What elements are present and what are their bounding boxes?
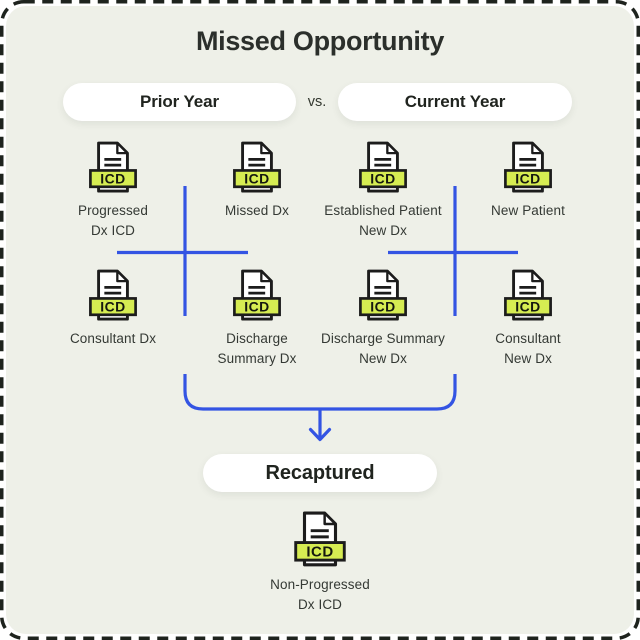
recaptured-label: Recaptured [265, 461, 375, 484]
page-title: Missed Opportunity [195, 26, 445, 56]
icd-file-icon: ICD [233, 141, 281, 193]
recaptured-pill: Recaptured [203, 454, 437, 492]
icd-node-discharge-summary-new-dx: ICD Discharge Summary New Dx [303, 268, 463, 368]
node-label: Non-Progressed Dx ICD [270, 577, 370, 612]
current-year-label: Current Year [404, 92, 506, 111]
node-label: Consultant New Dx [495, 331, 561, 366]
node-label: Consultant Dx [69, 331, 157, 346]
icd-badge-label: ICD [515, 298, 540, 314]
node-label: Discharge Summary Dx [217, 331, 297, 366]
node-label: Established Patient New Dx [324, 203, 442, 238]
icd-file-icon: ICD [89, 141, 137, 193]
icd-file-icon: ICD [359, 141, 407, 193]
node-label: Missed Dx [225, 203, 289, 218]
icd-badge-label: ICD [244, 170, 269, 186]
icd-file-icon: ICD [504, 269, 552, 321]
icd-badge-label: ICD [244, 298, 269, 314]
vs-separator: vs. [307, 94, 327, 110]
icd-file-icon: ICD [89, 269, 137, 321]
icd-node-new-patient: ICD New Patient [448, 140, 608, 221]
icd-file-icon: ICD [294, 511, 346, 567]
icd-file-icon: ICD [504, 141, 552, 193]
icd-badge-label: ICD [370, 298, 395, 314]
icd-badge-label: ICD [306, 544, 333, 561]
node-label: Discharge Summary New Dx [321, 331, 445, 366]
node-label: Progressed Dx ICD [77, 203, 149, 238]
icd-badge-label: ICD [100, 170, 125, 186]
icd-node-non-progressed: ICD Non-Progressed Dx ICD [240, 510, 400, 614]
icd-badge-label: ICD [515, 170, 540, 186]
icd-badge-label: ICD [100, 298, 125, 314]
current-year-pill: Current Year [338, 83, 572, 121]
icd-node-established-patient: ICD Established Patient New Dx [303, 140, 463, 240]
icd-file-icon: ICD [359, 269, 407, 321]
icd-node-consultant-new-dx: ICD Consultant New Dx [448, 268, 608, 368]
icd-file-icon: ICD [233, 269, 281, 321]
prior-year-pill: Prior Year [63, 83, 296, 121]
node-label: New Patient [491, 203, 565, 218]
prior-year-label: Prior Year [139, 92, 220, 111]
icd-badge-label: ICD [370, 170, 395, 186]
icd-node-consultant-dx: ICD Consultant Dx [33, 268, 193, 349]
icd-node-progressed-dx: ICD Progressed Dx ICD [33, 140, 193, 240]
